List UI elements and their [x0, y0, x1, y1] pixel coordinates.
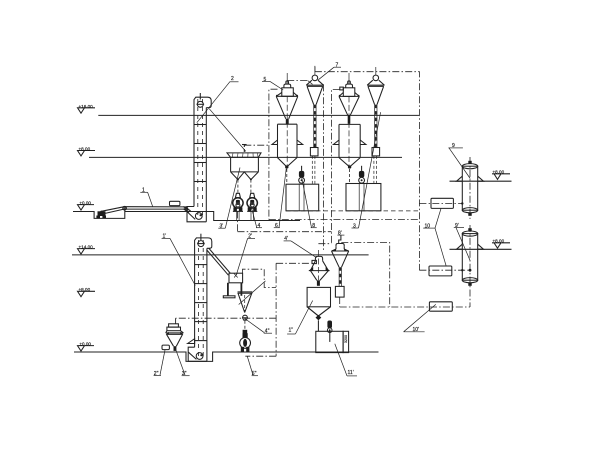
svg-text:9': 9'	[455, 223, 459, 229]
svg-text:8': 8'	[338, 231, 342, 237]
svg-text:+8.00: +8.00	[79, 146, 91, 151]
svg-text:±0.00: ±0.00	[80, 200, 92, 205]
svg-text:1'': 1''	[289, 328, 294, 334]
svg-text:±0.00: ±0.00	[80, 341, 92, 346]
svg-text:3200: 3200	[344, 335, 348, 343]
svg-text:9: 9	[452, 143, 455, 149]
svg-text:1': 1'	[163, 234, 167, 240]
svg-text:+8.00: +8.00	[493, 169, 505, 174]
svg-text:2'': 2''	[154, 371, 159, 377]
svg-text:+8.00: +8.00	[493, 238, 505, 243]
svg-text:8: 8	[312, 223, 315, 229]
svg-text:11': 11'	[348, 370, 354, 376]
svg-text:+14.00: +14.00	[79, 244, 94, 249]
svg-text:2: 2	[231, 76, 234, 82]
svg-text:4: 4	[258, 223, 261, 229]
svg-text:10': 10'	[413, 327, 420, 333]
svg-text:5: 5	[264, 77, 267, 83]
svg-text:3'': 3''	[182, 371, 187, 377]
svg-text:6: 6	[275, 223, 278, 229]
svg-text:1: 1	[142, 188, 145, 194]
svg-text:5'': 5''	[252, 371, 257, 377]
svg-text:3: 3	[353, 223, 356, 229]
svg-text:3': 3'	[220, 224, 224, 230]
svg-text:+16.00: +16.00	[79, 104, 94, 109]
svg-text:2': 2'	[248, 234, 252, 240]
svg-text:+8.00: +8.00	[79, 287, 91, 292]
svg-text:7: 7	[336, 63, 339, 69]
svg-text:10: 10	[425, 223, 431, 229]
svg-text:4'': 4''	[265, 329, 270, 335]
svg-text:4': 4'	[284, 236, 288, 242]
